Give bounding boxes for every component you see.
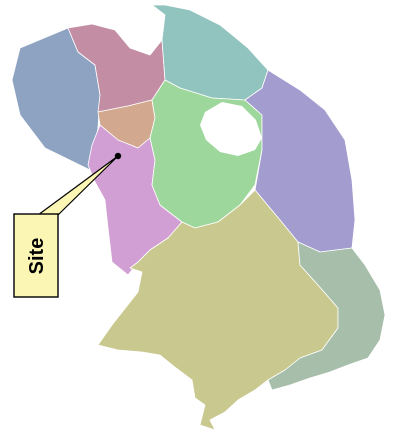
region-sage — [267, 241, 386, 391]
site-label-box — [13, 213, 59, 298]
unmapped-area-centre — [200, 102, 262, 156]
site-marker — [114, 152, 122, 160]
site-label: Site — [26, 238, 48, 275]
unmapped-area-north — [115, 15, 162, 55]
